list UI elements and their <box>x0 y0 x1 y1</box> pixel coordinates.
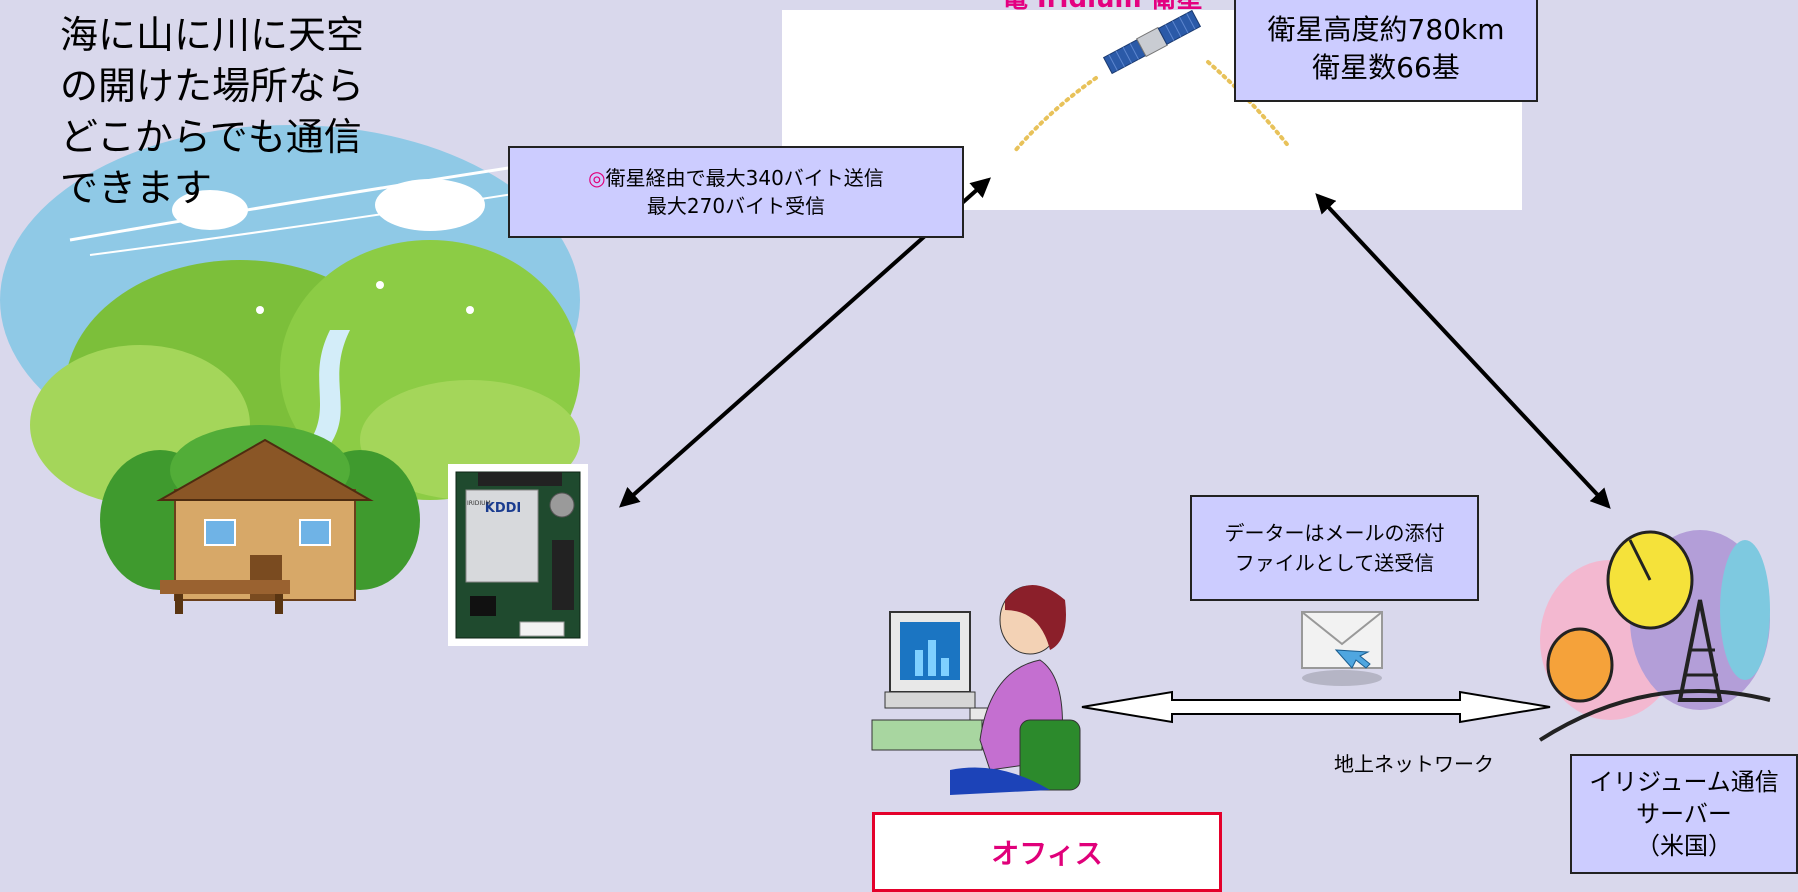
intro-line: できます <box>60 166 213 210</box>
orbit-altitude-text: 衛星高度約780km <box>1267 13 1505 46</box>
server-line3: （米国） <box>1636 832 1732 860</box>
house-illustration <box>100 425 420 614</box>
communication-module-image <box>448 464 588 646</box>
orbit-count-text: 衛星数66基 <box>1312 51 1460 84</box>
intro-line: どこからでも通信 <box>60 115 362 159</box>
satellite-icon <box>1102 9 1202 75</box>
module-brand-label: KDDI <box>485 501 522 516</box>
office-worker-illustration <box>871 585 1081 795</box>
module-sub-label: IRIDIUM <box>467 500 491 507</box>
payload-send-text: 衛星経由で最大340バイト送信 <box>605 166 884 190</box>
email-envelope-icon <box>1301 611 1383 686</box>
ground-network-arrow <box>1081 690 1551 724</box>
email-info-line1: データーはメールの添付 <box>1224 521 1445 545</box>
intro-line: の開けた場所なら <box>60 64 365 108</box>
email-info-box: データーはメールの添付 ファイルとして送受信 <box>1190 495 1479 601</box>
office-label-box: オフィス <box>872 812 1222 892</box>
satellite-panel-title: 電 Iridium 衛星 <box>1002 0 1203 15</box>
satellite-server-arrow <box>1315 193 1611 509</box>
intro-line: 海に山に川に天空 <box>60 13 365 57</box>
payload-info-box: ◎衛星経由で最大340バイト送信 最大270バイト受信 <box>508 146 964 238</box>
office-label: オフィス <box>991 837 1103 870</box>
signal-beam-icon <box>1012 60 1292 154</box>
server-line1: イリジューム通信 <box>1589 768 1779 796</box>
payload-receive-text: 最大270バイト受信 <box>646 194 826 218</box>
double-circle-mark: ◎ <box>588 166 606 190</box>
email-info-line2: ファイルとして送受信 <box>1234 551 1435 575</box>
ground-station-illustration <box>1538 530 1771 742</box>
server-line2: サーバー <box>1636 800 1732 828</box>
server-info-box: イリジューム通信 サーバー （米国） <box>1570 754 1798 874</box>
ground-network-label: 地上ネットワーク <box>1334 752 1494 776</box>
intro-text: 海に山に川に天空 の開けた場所なら どこからでも通信 できます <box>60 10 364 214</box>
orbit-info-box: 衛星高度約780km 衛星数66基 <box>1234 0 1538 102</box>
